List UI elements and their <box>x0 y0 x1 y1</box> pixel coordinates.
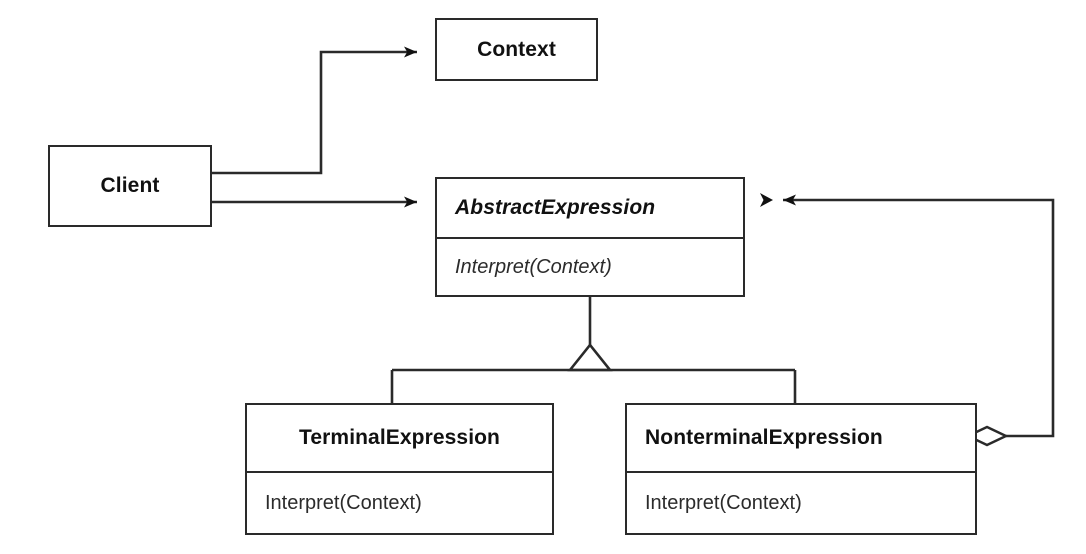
uml-class-context[interactable]: Context <box>435 18 598 81</box>
uml-operation-abstractexpression-interpret: Interpret(Context) <box>437 237 743 295</box>
uml-class-name-nonterminalexpression: NonterminalExpression <box>645 426 883 449</box>
uml-class-nonterminalexpression[interactable]: NonterminalExpression Interpret(Context) <box>625 403 977 535</box>
edge-client-to-context <box>212 46 417 175</box>
uml-class-terminalexpression[interactable]: TerminalExpression Interpret(Context) <box>245 403 554 535</box>
uml-class-abstractexpression[interactable]: AbstractExpression Interpret(Context) <box>435 177 745 297</box>
uml-operation-terminalexpression-interpret: Interpret(Context) <box>247 471 552 533</box>
uml-class-name-terminalexpression: TerminalExpression <box>299 426 500 449</box>
uml-class-name-client: Client <box>100 174 160 197</box>
uml-class-name-context: Context <box>477 37 556 61</box>
uml-class-name-abstractexpression: AbstractExpression <box>455 196 656 219</box>
second-arrowhead-icon <box>760 193 773 207</box>
uml-operation-nonterminalexpression-interpret: Interpret(Context) <box>627 471 975 533</box>
edge-generalization-tree <box>390 297 797 403</box>
uml-class-client[interactable]: Client <box>48 145 212 227</box>
